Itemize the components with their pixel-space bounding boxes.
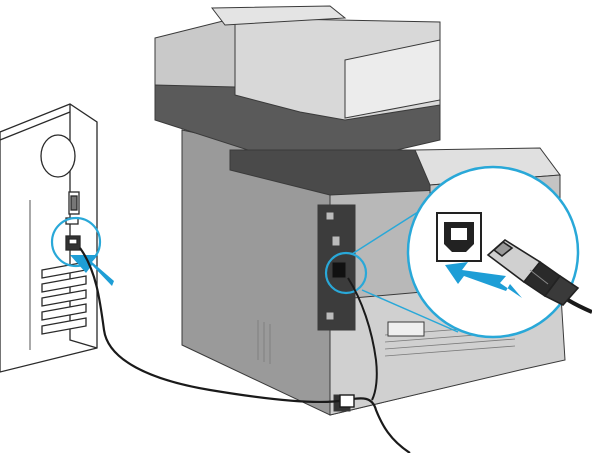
insert-arrow-icon	[445, 262, 522, 298]
usb-b-plug-icon	[486, 239, 580, 306]
computer-port-callout	[50, 216, 102, 268]
usb-port-icon	[436, 212, 482, 262]
printer-port-callout	[324, 251, 368, 295]
printer-icon	[154, 5, 566, 416]
insert-arrow-icon	[70, 255, 114, 286]
computer-tower-icon	[0, 103, 98, 373]
usb-cable	[79, 247, 411, 453]
usb-magnified-view	[406, 165, 592, 339]
